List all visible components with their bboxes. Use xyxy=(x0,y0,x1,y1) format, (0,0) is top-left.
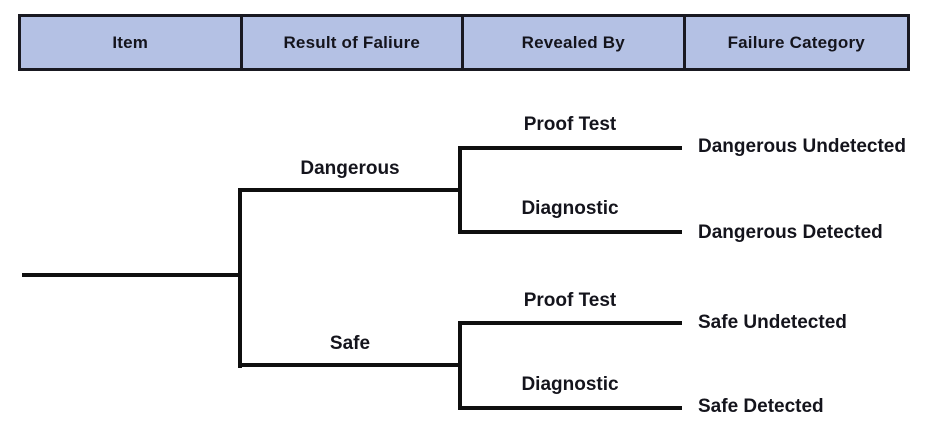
branch-label-dangerous-diagnostic: Diagnostic xyxy=(521,198,619,219)
branch-line-dangerous xyxy=(238,188,462,192)
column-header-item: Item xyxy=(21,17,243,68)
branch-label-safe-proof-test: Proof Test xyxy=(523,290,617,311)
column-header-failure-category: Failure Category xyxy=(727,32,865,52)
branch-line-safe-diagnostic xyxy=(458,406,682,410)
branch-line-safe xyxy=(238,363,462,367)
dangerous-vertical-line xyxy=(458,146,462,234)
branch-line-dangerous-proof-test xyxy=(458,146,682,150)
column-header-result-of-failure: Result of Faliure xyxy=(243,17,464,68)
leaf-label-dangerous-undetected: Dangerous Undetected xyxy=(698,136,906,157)
safe-vertical-line xyxy=(458,321,462,410)
branch-label-dangerous: Dangerous xyxy=(300,158,400,179)
column-header-revealed-by: Revealed By xyxy=(464,17,686,68)
branch-line-safe-proof-test xyxy=(458,321,682,325)
leaf-label-safe-undetected: Safe Undetected xyxy=(698,312,847,333)
branch-label-dangerous-proof-test: Proof Test xyxy=(523,114,617,135)
branch-label-safe: Safe xyxy=(329,333,371,354)
leaf-label-safe-detected: Safe Detected xyxy=(698,396,824,417)
branch-line-dangerous-diagnostic xyxy=(458,230,682,234)
branch-label-safe-diagnostic: Diagnostic xyxy=(521,374,619,395)
root-line xyxy=(22,273,240,277)
trunk-vertical-line xyxy=(238,188,242,368)
column-header-table: Item Result of Faliure Revealed By Failu… xyxy=(18,14,910,71)
leaf-label-dangerous-detected: Dangerous Detected xyxy=(698,222,883,243)
